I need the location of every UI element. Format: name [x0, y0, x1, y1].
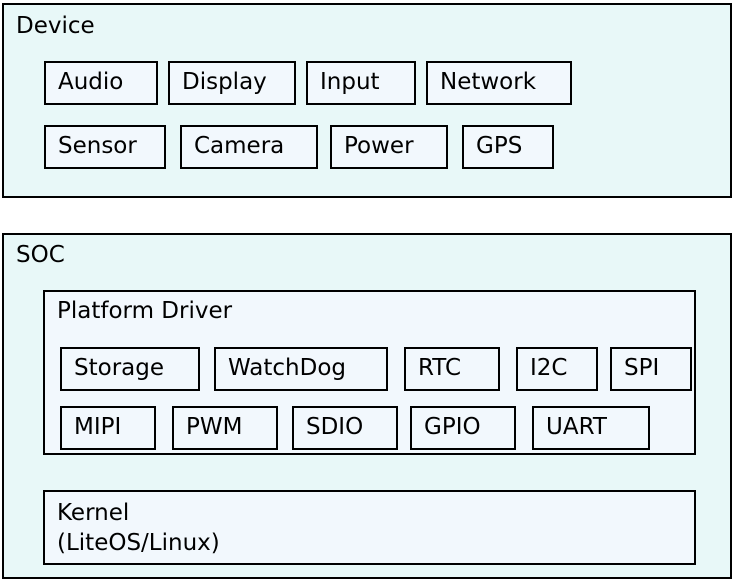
device-item-power: Power — [330, 125, 448, 169]
platform-driver-title: Platform Driver — [57, 298, 233, 324]
device-item-display: Display — [168, 61, 296, 105]
driver-item-sdio: SDIO — [292, 406, 398, 450]
device-item-input: Input — [306, 61, 416, 105]
driver-item-gpio: GPIO — [410, 406, 516, 450]
driver-item-spi: SPI — [610, 347, 692, 391]
soc-title: SOC — [16, 242, 65, 268]
soc-block: SOC Platform Driver Storage WatchDog RTC… — [2, 233, 732, 579]
driver-item-mipi: MIPI — [60, 406, 156, 450]
driver-item-pwm: PWM — [172, 406, 278, 450]
kernel-block: Kernel (LiteOS/Linux) — [43, 490, 696, 565]
driver-item-i2c: I2C — [516, 347, 598, 391]
device-block: Device Audio Display Input Network Senso… — [2, 3, 732, 198]
device-item-gps: GPS — [462, 125, 554, 169]
kernel-label: Kernel (LiteOS/Linux) — [57, 498, 220, 558]
kernel-line-1: Kernel — [57, 500, 130, 526]
device-title: Device — [16, 13, 95, 39]
device-item-sensor: Sensor — [44, 125, 166, 169]
driver-item-storage: Storage — [60, 347, 200, 391]
platform-driver-block: Platform Driver Storage WatchDog RTC I2C… — [43, 290, 696, 455]
driver-item-uart: UART — [532, 406, 650, 450]
device-item-audio: Audio — [44, 61, 158, 105]
device-item-network: Network — [426, 61, 572, 105]
kernel-line-2: (LiteOS/Linux) — [57, 530, 220, 556]
driver-item-watchdog: WatchDog — [214, 347, 388, 391]
driver-item-rtc: RTC — [404, 347, 500, 391]
device-item-camera: Camera — [180, 125, 318, 169]
